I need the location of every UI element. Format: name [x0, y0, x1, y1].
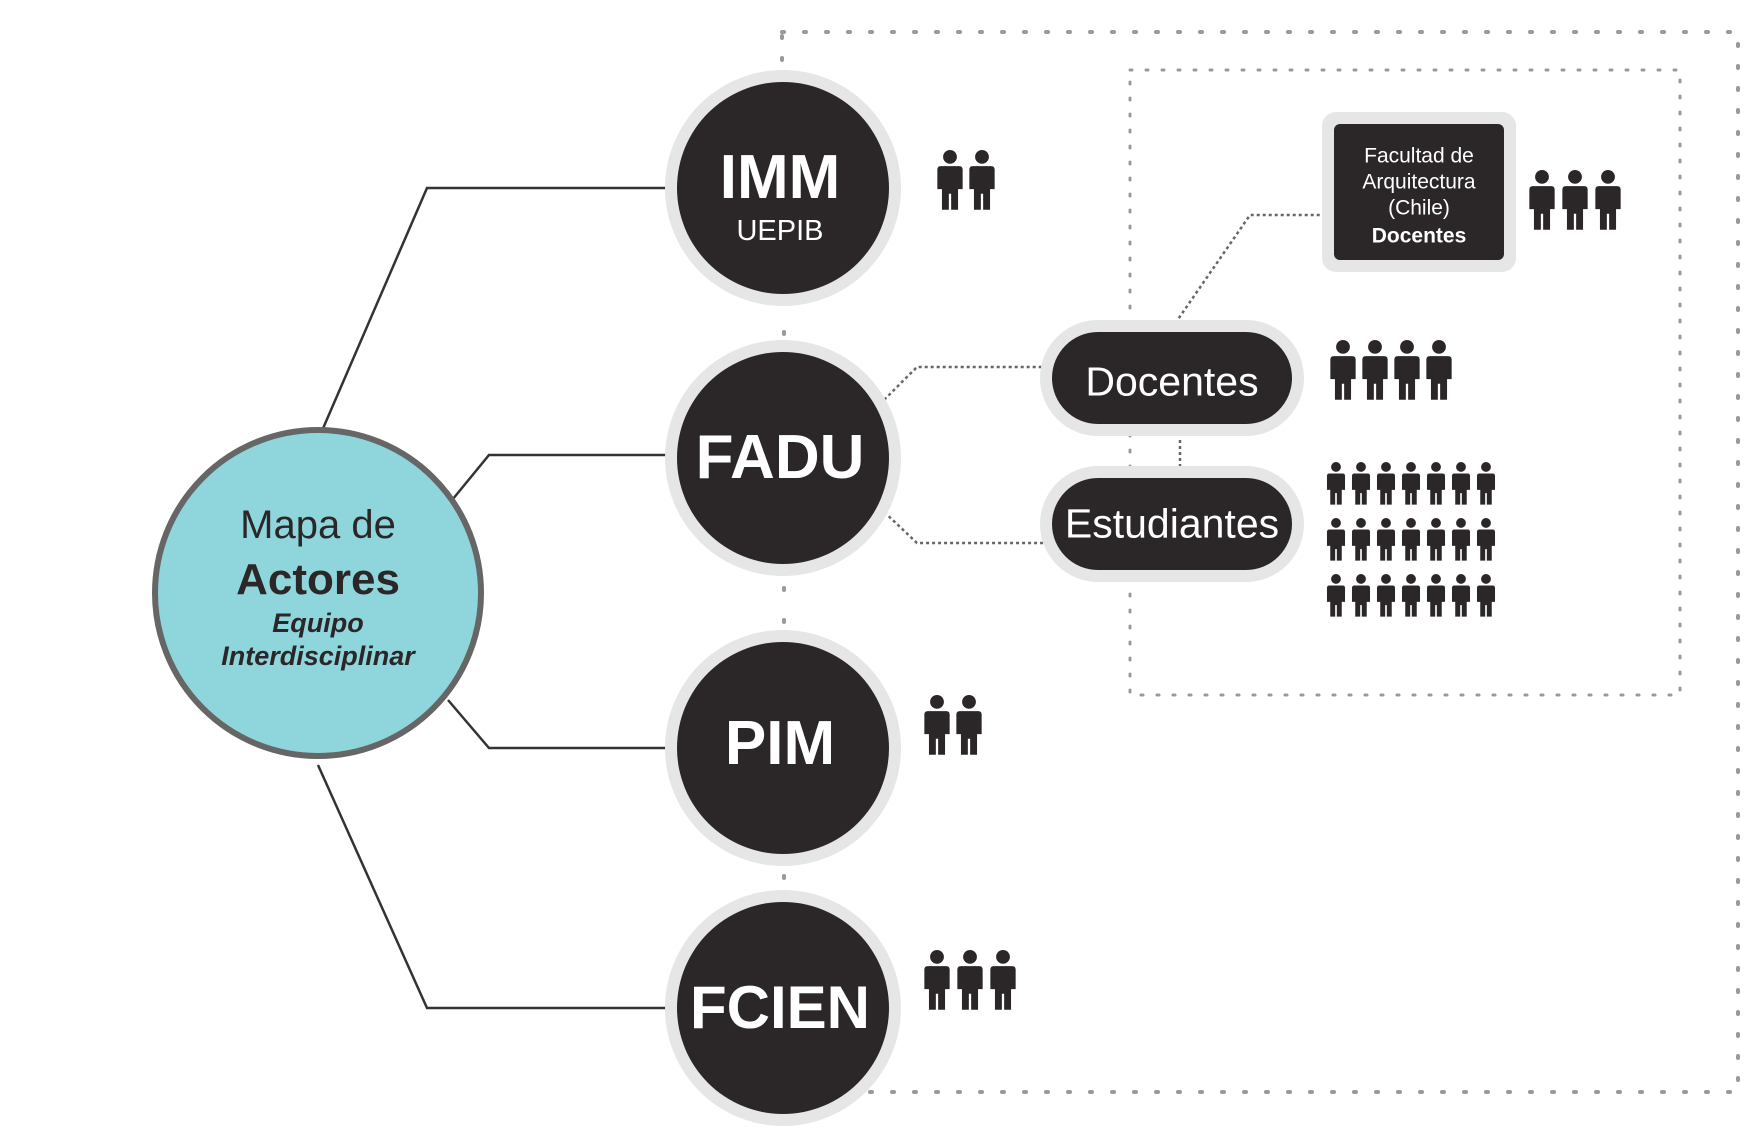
connector-docentes-chile [1170, 213, 1330, 329]
chile-box [1334, 124, 1504, 260]
chile-box-line4: Docentes [1371, 224, 1467, 248]
node-pim-circle [677, 642, 889, 854]
imm-people-person-icon-2 [969, 150, 995, 210]
fadu-estudiantes-person-icon-19 [1426, 574, 1446, 617]
pill-estudiantes [1052, 478, 1292, 570]
chile-docentes-people-person-icon-3 [1595, 170, 1621, 230]
connector-imm [316, 186, 670, 441]
fadu-estudiantes-person-icon-20 [1451, 574, 1471, 617]
connector-fcien [316, 764, 670, 1010]
fadu-estudiantes-person-icon-14 [1476, 518, 1496, 561]
connector-pim [447, 699, 670, 750]
fcien-people-person-icon-2 [957, 950, 983, 1010]
node-fcien-title: FCIEN [690, 974, 870, 1041]
fadu-estudiantes-person-icon-6 [1451, 462, 1471, 505]
connector-fadu-estudiantes [879, 507, 1052, 545]
fadu-estudiantes-person-icon-17 [1376, 574, 1396, 617]
imm-people-person-icon-1 [937, 150, 963, 210]
fadu-estudiantes-person-icon-13 [1451, 518, 1471, 561]
chile-docentes-people-person-icon-1 [1529, 170, 1555, 230]
fadu-docentes-people-person-icon-2 [1362, 340, 1388, 400]
node-imm-circle [677, 82, 889, 294]
fadu-estudiantes-person-icon-7 [1476, 462, 1496, 505]
pill-estudiantes-label: Estudiantes [1064, 500, 1280, 547]
node-pim-title: PIM [724, 708, 836, 778]
fadu-estudiantes-person-icon-18 [1401, 574, 1421, 617]
fcien-people-person-icon-3 [990, 950, 1016, 1010]
fcien-people-person-icon-1 [924, 950, 950, 1010]
fadu-estudiantes-person-icon-4 [1401, 462, 1421, 505]
center-subtitle-line1: Equipo [272, 608, 364, 639]
pim-people-person-icon-1 [924, 695, 950, 755]
pill-docentes [1052, 332, 1292, 424]
pim-people-person-icon-2 [956, 695, 982, 755]
center-subtitle-line2: Interdisciplinar [221, 641, 415, 672]
center-title-line1: Mapa de [240, 503, 396, 547]
node-fcien-circle [677, 902, 889, 1114]
chile-docentes-people-person-icon-2 [1562, 170, 1588, 230]
fadu-docentes-people-person-icon-4 [1426, 340, 1452, 400]
chile-box-line2: Arquitectura [1362, 170, 1476, 194]
fadu-docentes-people-person-icon-1 [1330, 340, 1356, 400]
node-imm-subtitle: UEPIB [736, 215, 824, 248]
connector-fadu-docentes [879, 365, 1052, 405]
fadu-estudiantes-person-icon-16 [1351, 574, 1371, 617]
chile-box-line1: Facultad de [1364, 144, 1474, 168]
fadu-estudiantes-person-icon-12 [1426, 518, 1446, 561]
center-title-line2: Actores [236, 554, 400, 604]
center-node-circle [152, 427, 484, 759]
fadu-estudiantes-person-icon-15 [1326, 574, 1346, 617]
connector-fadu [447, 453, 670, 506]
pill-docentes-label: Docentes [1085, 358, 1259, 405]
fadu-estudiantes-person-icon-3 [1376, 462, 1396, 505]
node-fadu-circle [677, 352, 889, 564]
fadu-estudiantes-person-icon-8 [1326, 518, 1346, 561]
inner-dotted-frame [1128, 68, 1682, 697]
fadu-estudiantes-person-icon-5 [1426, 462, 1446, 505]
fadu-docentes-people-person-icon-3 [1394, 340, 1420, 400]
fadu-estudiantes-person-icon-11 [1401, 518, 1421, 561]
fadu-estudiantes-person-icon-2 [1351, 462, 1371, 505]
fadu-estudiantes-person-icon-21 [1476, 574, 1496, 617]
node-fadu-title: FADU [695, 422, 865, 492]
fadu-estudiantes-person-icon-9 [1351, 518, 1371, 561]
node-imm-title: IMM [719, 142, 841, 212]
chile-box-line3: (Chile) [1388, 196, 1450, 220]
fadu-estudiantes-person-icon-1 [1326, 462, 1346, 505]
fadu-estudiantes-person-icon-10 [1376, 518, 1396, 561]
